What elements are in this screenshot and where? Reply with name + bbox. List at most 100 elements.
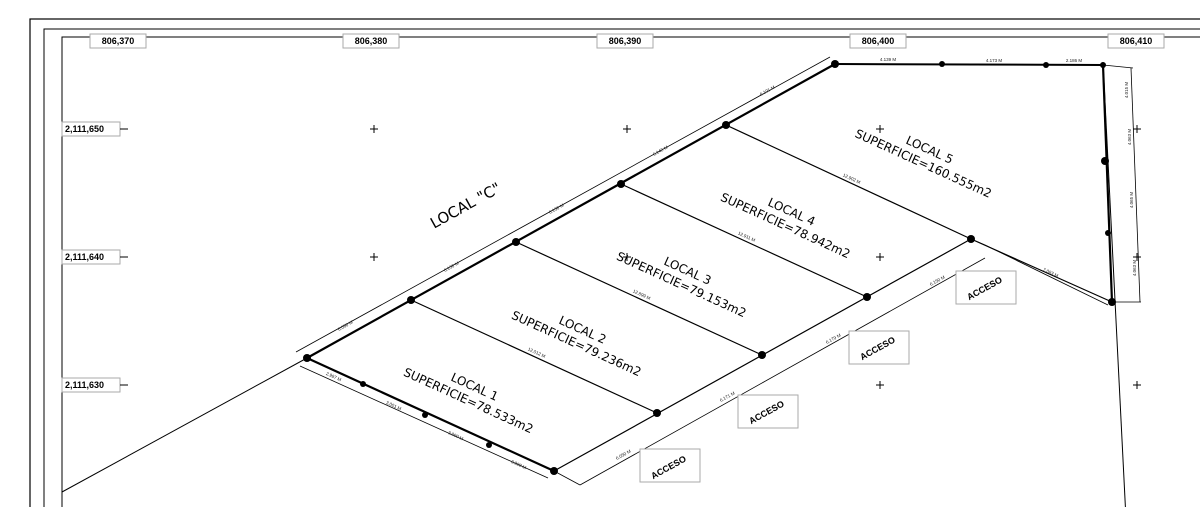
x-coordinate-label: 806,410 — [1120, 36, 1153, 46]
vertex — [722, 121, 730, 129]
x-coordinate-label: 806,390 — [609, 36, 642, 46]
crosshair — [876, 125, 884, 133]
y-coordinate-label: 2,111,640 — [65, 252, 104, 262]
dim-upper-left: 6.101 M — [759, 84, 776, 96]
local-area: SUPERFICIE=160.555m2 — [853, 126, 994, 200]
dim-division: 12.911 M — [737, 231, 756, 243]
sheet-border — [29, 18, 1200, 507]
crosshair — [876, 253, 884, 261]
division-line — [515, 241, 763, 356]
offset-dimension-local-5 — [984, 244, 1109, 306]
dim-top: 4.173 M — [986, 58, 1003, 63]
dimension-lines — [295, 56, 1141, 486]
vertex — [653, 409, 661, 417]
local-2-label: LOCAL 2 SUPERFICIE=79.236m2 — [509, 308, 643, 379]
dim-top: 2.186 M — [1066, 58, 1083, 63]
vertex — [1105, 230, 1111, 236]
acceso-marker: ACCESO — [737, 394, 799, 429]
dim-bottom-left: 3.001 M — [385, 400, 402, 411]
y-coordinate-label: 2,111,630 — [65, 380, 104, 390]
dim-bottom-left: 3.000 M — [510, 459, 527, 470]
vertex — [831, 60, 839, 68]
crosshair — [1133, 253, 1141, 261]
vertex-markers — [303, 60, 1116, 475]
dim-right: 4.063 M — [1127, 129, 1132, 146]
dim-bottom-left: 2.997 M — [325, 371, 342, 382]
dim-frontage: 7.083 M — [1042, 267, 1059, 278]
vertex — [486, 442, 492, 448]
dim-right: 4.065 M — [1129, 192, 1134, 209]
acceso-box — [955, 270, 1017, 305]
vertex — [303, 354, 311, 362]
dim-frontage: 6.171 M — [719, 390, 736, 402]
plan-title: LOCAL "C" — [427, 179, 504, 232]
acceso-marker: ACCESO — [955, 270, 1017, 305]
crosshair — [623, 125, 631, 133]
sheet-inner-border — [43, 28, 1200, 507]
x-label-box — [342, 33, 400, 49]
vertex — [407, 296, 415, 304]
acceso-marker: ACCESO — [848, 330, 910, 365]
x-coordinate-label: 806,380 — [355, 36, 388, 46]
x-coordinate-labels: 806,370 806,380 806,390 806,400 806,410 — [89, 33, 1165, 49]
acceso-marker: ACCESO — [639, 448, 701, 483]
crosshair — [1133, 381, 1141, 389]
crosshair — [1133, 125, 1141, 133]
acceso-box — [848, 330, 910, 365]
vertex — [967, 235, 975, 243]
dim-frontage: 6.050 M — [615, 448, 632, 460]
upper-left-boundary — [306, 63, 836, 359]
vertex — [360, 381, 366, 387]
dim-upper-left: 6.150 M — [548, 202, 565, 214]
local-1-label: LOCAL 1 SUPERFICIE=78.533m2 — [401, 365, 535, 436]
division-lines — [410, 124, 972, 414]
right-boundary — [1101, 64, 1114, 303]
grid-crosshairs — [120, 125, 1141, 389]
offset-dimension-frontage — [579, 257, 986, 486]
property-outline — [306, 63, 1114, 473]
vertex — [1101, 157, 1109, 165]
x-label-box — [89, 33, 147, 49]
top-boundary — [834, 63, 1104, 66]
dim-division: 12.899 M — [632, 288, 651, 300]
offset-dimension-bottom-left — [299, 365, 549, 479]
offset-dimension-upper-left — [295, 56, 831, 353]
division-line — [620, 183, 868, 298]
x-label-box — [849, 33, 907, 49]
dim-top: 4.139 M — [880, 57, 897, 62]
vertex — [1100, 62, 1106, 68]
vertex — [939, 61, 945, 67]
vertex — [863, 293, 871, 301]
dimension-extension — [553, 64, 1141, 486]
crosshair — [876, 381, 884, 389]
crosshair — [370, 253, 378, 261]
dim-upper-left: 6.090 M — [337, 319, 354, 331]
vertex — [512, 238, 520, 246]
x-coordinate-label: 806,400 — [862, 36, 895, 46]
dim-upper-left: 6.150 M — [443, 260, 460, 272]
x-label-box — [596, 33, 654, 49]
vertex — [617, 180, 625, 188]
division-line — [410, 299, 658, 414]
dim-right: 4.063 M — [1132, 260, 1137, 277]
bottom-left-boundary — [306, 356, 555, 473]
acceso-box — [639, 448, 701, 483]
dim-division: 12.012 M — [527, 346, 546, 358]
division-line — [725, 124, 972, 240]
local-5-label: LOCAL 5 SUPERFICIE=160.555m2 — [853, 126, 994, 200]
dim-right: 4.015 M — [1124, 82, 1129, 99]
vertex — [550, 467, 558, 475]
grid-tick — [120, 128, 128, 386]
street-line — [61, 357, 308, 493]
acceso-box — [737, 394, 799, 429]
vertex — [1108, 298, 1116, 306]
y-coordinate-label: 2,111,650 — [65, 124, 104, 134]
crosshair — [370, 125, 378, 133]
local-4-label: LOCAL 4 SUPERFICIE=78.942m2 — [718, 190, 852, 261]
y-coordinate-labels: 2,111,650 2,111,640 2,111,630 — [61, 121, 121, 393]
dim-bottom-left: 3.000 M — [447, 430, 464, 441]
vertex — [1043, 62, 1049, 68]
crosshair — [623, 253, 631, 261]
x-coordinate-label: 806,370 — [102, 36, 135, 46]
